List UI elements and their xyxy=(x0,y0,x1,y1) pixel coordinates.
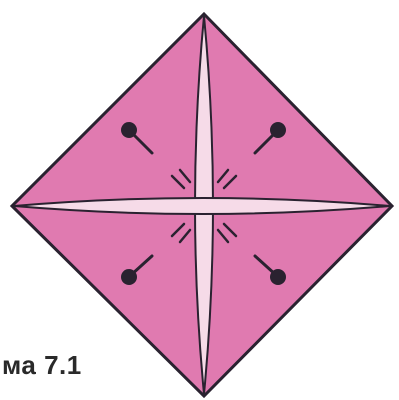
figure-caption: ма 7.1 xyxy=(2,350,82,381)
